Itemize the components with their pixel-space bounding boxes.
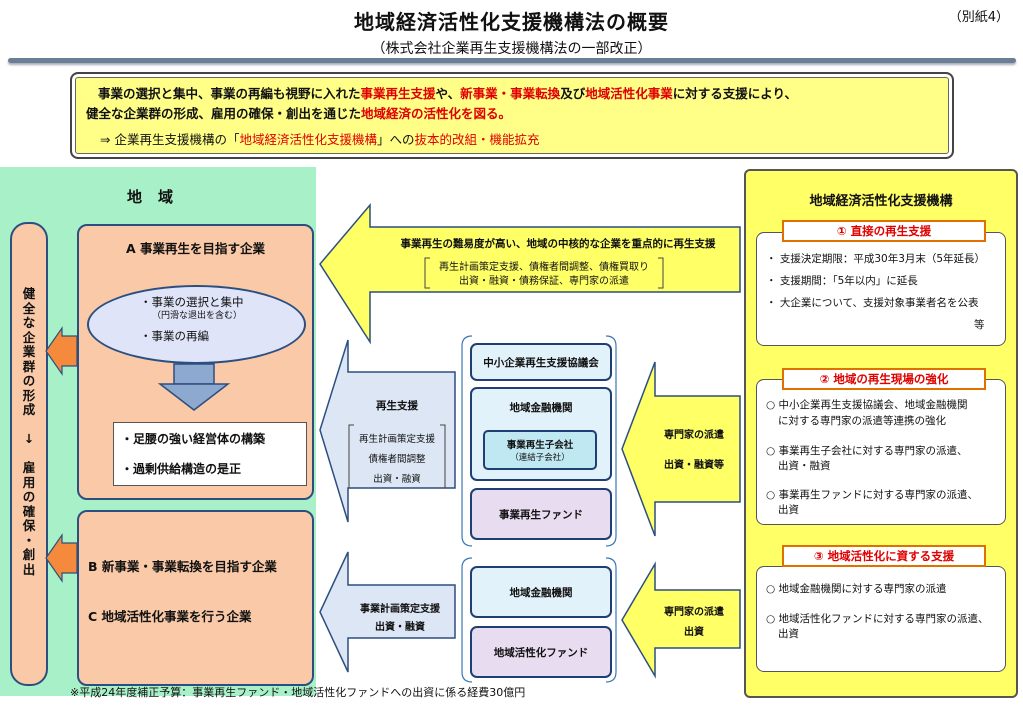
vertical-char: 企 (22, 329, 36, 345)
company-b-title: B 新事業・事業転換を目指す企業 (88, 559, 277, 574)
company-c-title: C 地域活性化事業を行う企業 (88, 609, 252, 624)
right-arrow-1 (621, 361, 741, 537)
outcome-text-2: ・過剰供給構造の是正 (121, 462, 242, 476)
summary-highlight: 新事業・事業転換 (460, 86, 561, 101)
summary-line-1: 事業の選択と集中、事業の再編も視野に入れた事業再生支援や、新事業・事業転換及び地… (98, 84, 797, 104)
regional-bank-1-label: 地域金融機関 (509, 402, 573, 414)
section-1-item: ・ 支援決定期限：平成30年3月末（5年延長） (766, 253, 986, 265)
section-3-item: ○ 地域活性化ファンドに対する専門家の派遣、 (766, 613, 989, 625)
section-2-item: 出資 (778, 504, 799, 516)
vertical-char (10, 418, 48, 433)
down-arrow-icon: ↓ (23, 431, 35, 446)
summary-highlight: 地域活性化事業 (585, 86, 673, 101)
organization-title: 地域経済活性化支援機構 (809, 194, 953, 209)
subsidiary-sublabel: （連結子会社） (510, 453, 570, 463)
section-1-header: ① 直接の再生支援 (782, 220, 986, 242)
section-2-item: 出資・融資 (778, 460, 831, 472)
right-arrow-1-text-2: 出資・融資等 (664, 460, 724, 471)
section-2-item: ○ 中小企業再生支援協議会、地域金融機関 (766, 399, 968, 411)
section-3-item: 出資 (778, 628, 799, 640)
section-1-item: ・ 支援期間：「5年以内」に延長 (766, 275, 918, 287)
vertical-char: 形 (22, 387, 36, 403)
node-sme-council: 中小企業再生支援協議会 (470, 343, 612, 381)
node-restructuring-fund: 事業再生ファンド (470, 488, 612, 540)
vertical-char (10, 447, 48, 462)
ellipse-text-1: ・事業の選択と集中 (140, 295, 244, 309)
vertical-char: 雇 (22, 460, 36, 475)
vertical-char: 群 (22, 358, 36, 374)
annex-label: （別紙4） (948, 10, 1009, 25)
section-2-header: ② 地域の再生現場の強化 (782, 368, 986, 390)
title-divider (8, 58, 1016, 63)
summary-highlight: 事業再生支援 (360, 86, 436, 101)
company-a-outcome-box (113, 422, 307, 486)
vertical-char: ・ (22, 532, 36, 548)
section-3-item: ○ 地域金融機関に対する専門家の派遣 (766, 583, 947, 595)
vertical-char: 用 (22, 474, 36, 490)
summary-highlight: 地域経済の活性化を図る。 (361, 106, 512, 121)
vertical-char: 出 (22, 561, 36, 577)
bottom-arrow-text-1: 事業計画策定支援 (360, 604, 440, 615)
node-restructuring-subsidiary: 事業再生子会社 （連結子会社） (483, 430, 597, 470)
section-2-item: ○ 事業再生ファンドに対する専門家の派遣、 (766, 489, 978, 501)
summary-text: 健全な企業群の形成、雇用の確保・創出を通じた (86, 106, 362, 121)
outcome-text-1: ・足腰の強い経営体の構築 (121, 432, 266, 446)
section-2-box (756, 379, 1006, 525)
vertical-char: 健 (22, 286, 36, 301)
ellipse-text-2: （円滑な退出を含む） (152, 311, 243, 321)
company-box-bc (77, 510, 314, 686)
right-arrow-2-text-2: 出資 (684, 627, 704, 638)
page-title: 地域経済活性化支援機構法の概要 (354, 10, 669, 34)
ellipse-text-3: ・事業の再編 (140, 329, 209, 343)
right-arrow-2-text-1: 専門家の派遣 (664, 607, 724, 618)
summary-text: ⇒ 企業再生支援機構の「 (100, 132, 240, 147)
right-arrow-2 (621, 561, 741, 679)
summary-text: に対する支援により、 (672, 86, 797, 101)
vertical-char: 全 (22, 300, 36, 316)
section-3-box (756, 566, 1006, 672)
restructuring-ellipse (87, 285, 306, 364)
section-1-box (756, 232, 1006, 346)
region-title: 地域 (126, 188, 189, 206)
vertical-char: 創 (22, 547, 36, 562)
section-1-tail: 等 (974, 319, 985, 331)
section-2-item: に対する専門家の派遣等連携の強化 (778, 415, 946, 427)
summary-highlight: 地域経済活性化支援機構 (239, 132, 377, 147)
vertical-char: の (22, 373, 36, 388)
vertical-char: 確 (22, 503, 36, 519)
summary-line-2: 健全な企業群の形成、雇用の確保・創出を通じた地域経済の活性化を図る。 (86, 104, 511, 124)
outcome-vertical-text: 健 全 な 企 業 群 の 形 成 ↓ 雇 用 の 確 保 ・ 創 出 (10, 286, 48, 577)
subsidiary-label: 事業再生子会社 (506, 440, 574, 451)
summary-highlight: 抜本的改組・機能拡充 (414, 132, 540, 147)
top-arrow-text-3: 出資・融資・債務保証、専門家の派遣 (459, 276, 629, 287)
mid-arrow-title: 再生支援 (376, 400, 418, 412)
footnote: ※平成24年度補正予算：事業再生ファンド・地域活性化ファンドへの出資に係る経費3… (70, 686, 526, 699)
top-arrow-text-1: 事業再生の難易度が高い、地域の中核的な企業を重点的に再生支援 (400, 238, 716, 250)
vertical-char: 成 (22, 402, 36, 417)
summary-text: 及び (560, 86, 586, 101)
mid-arrow-text-3: 出資・融資 (373, 474, 421, 485)
outcome-pill (10, 222, 48, 686)
summary-text: 事業の選択と集中、事業の再編も視野に入れた (98, 86, 361, 101)
bottom-arrow-text-2: 出資・融資 (375, 622, 425, 633)
summary-text: や、 (435, 86, 461, 101)
page-subtitle: （株式会社企業再生支援機構法の一部改正） (371, 41, 652, 57)
vertical-char: 業 (22, 344, 36, 359)
vertical-char: な (22, 315, 36, 330)
node-revitalization-fund: 地域活性化ファンド (470, 626, 612, 678)
section-3-header: ③ 地域活性化に資する支援 (782, 545, 986, 567)
node-regional-bank-2: 地域金融機関 (470, 566, 612, 618)
vertical-char: の (22, 489, 36, 504)
right-arrow-1-text-1: 専門家の派遣 (664, 430, 724, 441)
summary-box: 事業の選択と集中、事業の再編も視野に入れた事業再生支援や、新事業・事業転換及び地… (70, 72, 954, 159)
company-a-title: A 事業再生を目指す企業 (125, 241, 266, 256)
mid-arrow-text-2: 債権者間調整 (368, 454, 426, 465)
summary-text: 」への (376, 132, 415, 147)
top-arrow-text-2: 再生計画策定支援、債権者間調整、債権買取り (439, 262, 649, 273)
section-2-item: ○ 事業再生子会社に対する専門家の派遣、 (766, 445, 968, 457)
vertical-char: 保 (22, 518, 36, 533)
section-1-item: ・ 大企業について、支援対象事業者名を公表 (766, 297, 979, 309)
mid-arrow-text-1: 再生計画策定支援 (358, 434, 435, 445)
summary-line-3: ⇒ 企業再生支援機構の「地域経済活性化支援機構」への抜本的改組・機能拡充 (100, 130, 540, 150)
